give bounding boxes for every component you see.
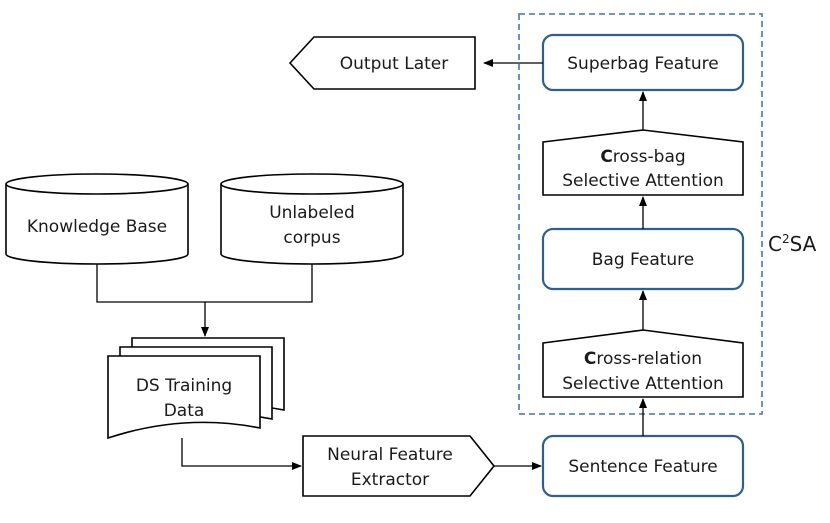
cross-relation-line1: Cross-relation [584, 349, 702, 369]
superbag-feature-label: Superbag Feature [567, 54, 718, 74]
cross-bag-line2: Selective Attention [562, 171, 724, 191]
cross-relation-initial: C [584, 349, 596, 369]
knowledge-base-node: Knowledge Base [5, 173, 189, 265]
cross-relation-attention-node: Cross-relation Selective Attention [542, 329, 744, 398]
arrow-to-neural-feature-extractor [181, 438, 302, 470]
c2sa-base: C [768, 232, 782, 256]
connector-unlabeled-corpus [205, 264, 313, 303]
unlabeled-corpus-node: Unlabeled corpus [220, 173, 404, 265]
sentence-feature-label: Sentence Feature [568, 457, 717, 477]
cross-bag-line1: Cross-bag [600, 147, 685, 167]
ds-training-data-line1: DS Training [136, 376, 232, 396]
c2sa-rest: SA [790, 232, 817, 256]
connector-knowledge-base [96, 264, 205, 303]
neural-feature-extractor-line1: Neural Feature [327, 445, 453, 465]
cross-bag-rest: ross-bag [613, 147, 686, 167]
ds-training-data-line2: Data [164, 401, 205, 421]
bag-feature-node: Bag Feature [541, 227, 745, 291]
superbag-feature-node: Superbag Feature [541, 33, 745, 92]
bag-feature-label: Bag Feature [592, 250, 695, 270]
output-later-label: Output Later [340, 54, 448, 74]
c2sa-superscript: 2 [782, 232, 790, 246]
sentence-feature-node: Sentence Feature [541, 434, 745, 498]
cross-relation-rest: ross-relation [596, 349, 702, 369]
unlabeled-corpus-line1: Unlabeled [269, 203, 355, 223]
c2sa-label: C2SA [768, 232, 817, 256]
neural-feature-extractor-node: Neural Feature Extractor [302, 435, 496, 497]
cross-bag-attention-node: Cross-bag Selective Attention [542, 129, 744, 196]
neural-feature-extractor-line2: Extractor [351, 470, 429, 490]
cross-bag-initial: C [600, 147, 612, 167]
ds-training-data-node: DS Training Data [107, 337, 285, 440]
unlabeled-corpus-line2: corpus [283, 228, 340, 248]
c2sa-module-boundary [518, 13, 763, 415]
cross-relation-line2: Selective Attention [562, 374, 724, 394]
knowledge-base-label: Knowledge Base [27, 217, 167, 237]
output-later-node: Output Later [288, 36, 476, 90]
